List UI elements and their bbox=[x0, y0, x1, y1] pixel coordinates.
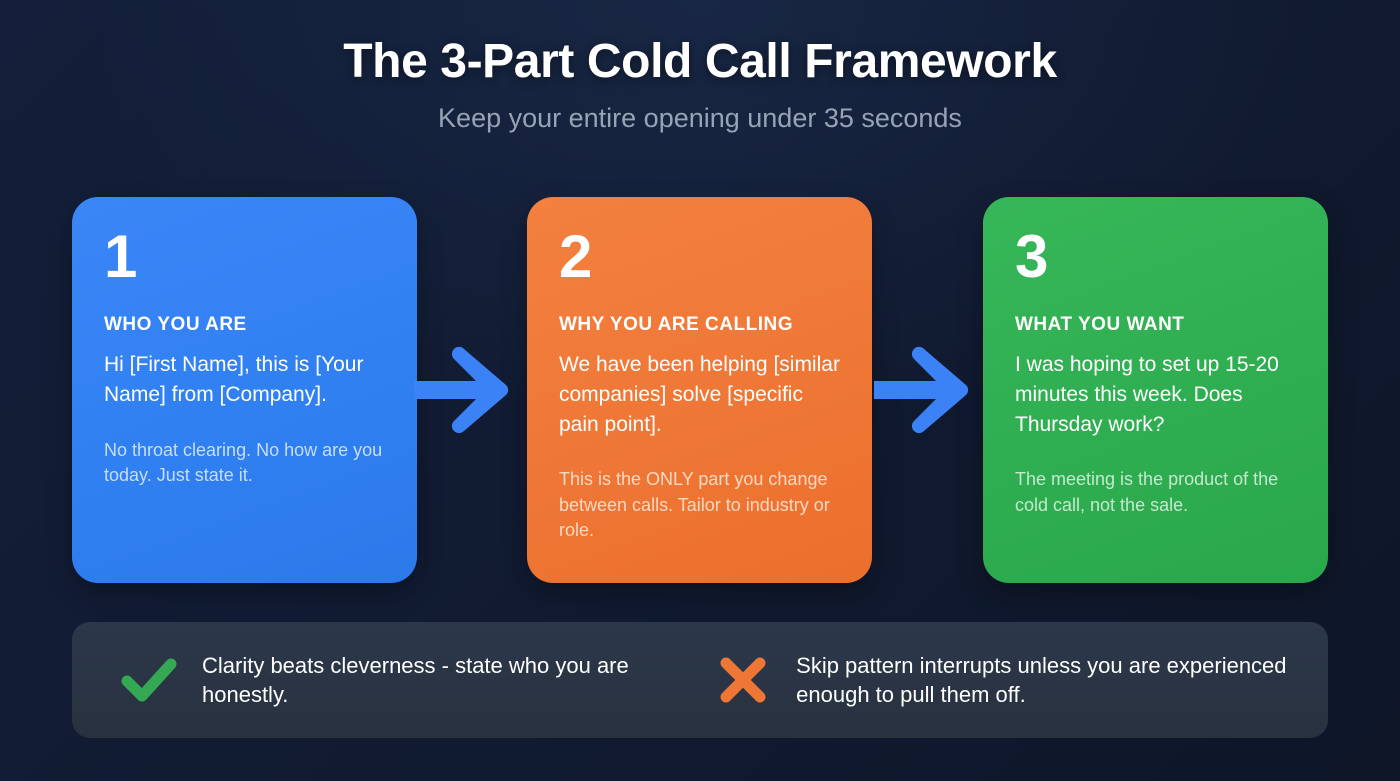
card-note-3: The meeting is the product of the cold c… bbox=[1015, 469, 1279, 515]
framework-cards: 1 WHO YOU ARE Hi [First Name], this is [… bbox=[72, 197, 1328, 583]
framework-card-3: 3 WHAT YOU WANT I was hoping to set up 1… bbox=[983, 197, 1328, 583]
card-number-3: 3 bbox=[1015, 223, 1048, 290]
card-number-1: 1 bbox=[104, 223, 137, 290]
card-heading-1: WHO YOU ARE bbox=[104, 314, 247, 335]
tip-do: Clarity beats cleverness - state who you… bbox=[98, 651, 696, 710]
arrow-right-icon bbox=[874, 344, 970, 436]
card-script-1: Hi [First Name], this is [Your Name] fro… bbox=[104, 352, 364, 406]
tip-do-text: Clarity beats cleverness - state who you… bbox=[202, 652, 629, 707]
header: The 3-Part Cold Call Framework Keep your… bbox=[0, 36, 1400, 134]
card-number-2: 2 bbox=[559, 223, 592, 290]
card-script-3: I was hoping to set up 15-20 minutes thi… bbox=[1015, 352, 1279, 436]
card-heading-2: WHY YOU ARE CALLING bbox=[559, 314, 793, 335]
card-heading-3: WHAT YOU WANT bbox=[1015, 314, 1185, 335]
tip-dont: Skip pattern interrupts unless you are e… bbox=[696, 651, 1302, 710]
framework-card-1: 1 WHO YOU ARE Hi [First Name], this is [… bbox=[72, 197, 417, 583]
tip-dont-text: Skip pattern interrupts unless you are e… bbox=[796, 652, 1287, 707]
page-title: The 3-Part Cold Call Framework bbox=[343, 35, 1057, 88]
framework-card-2: 2 WHY YOU ARE CALLING We have been helpi… bbox=[527, 197, 872, 583]
tips-bar: Clarity beats cleverness - state who you… bbox=[72, 622, 1328, 738]
cross-icon bbox=[714, 651, 772, 709]
card-script-2: We have been helping [similar companies]… bbox=[559, 352, 840, 436]
check-icon bbox=[120, 651, 178, 709]
arrow-right-icon bbox=[414, 344, 510, 436]
card-note-1: No throat clearing. No how are you today… bbox=[104, 439, 383, 486]
card-note-2: This is the ONLY part you change between… bbox=[559, 469, 830, 541]
page-subtitle: Keep your entire opening under 35 second… bbox=[438, 102, 962, 133]
